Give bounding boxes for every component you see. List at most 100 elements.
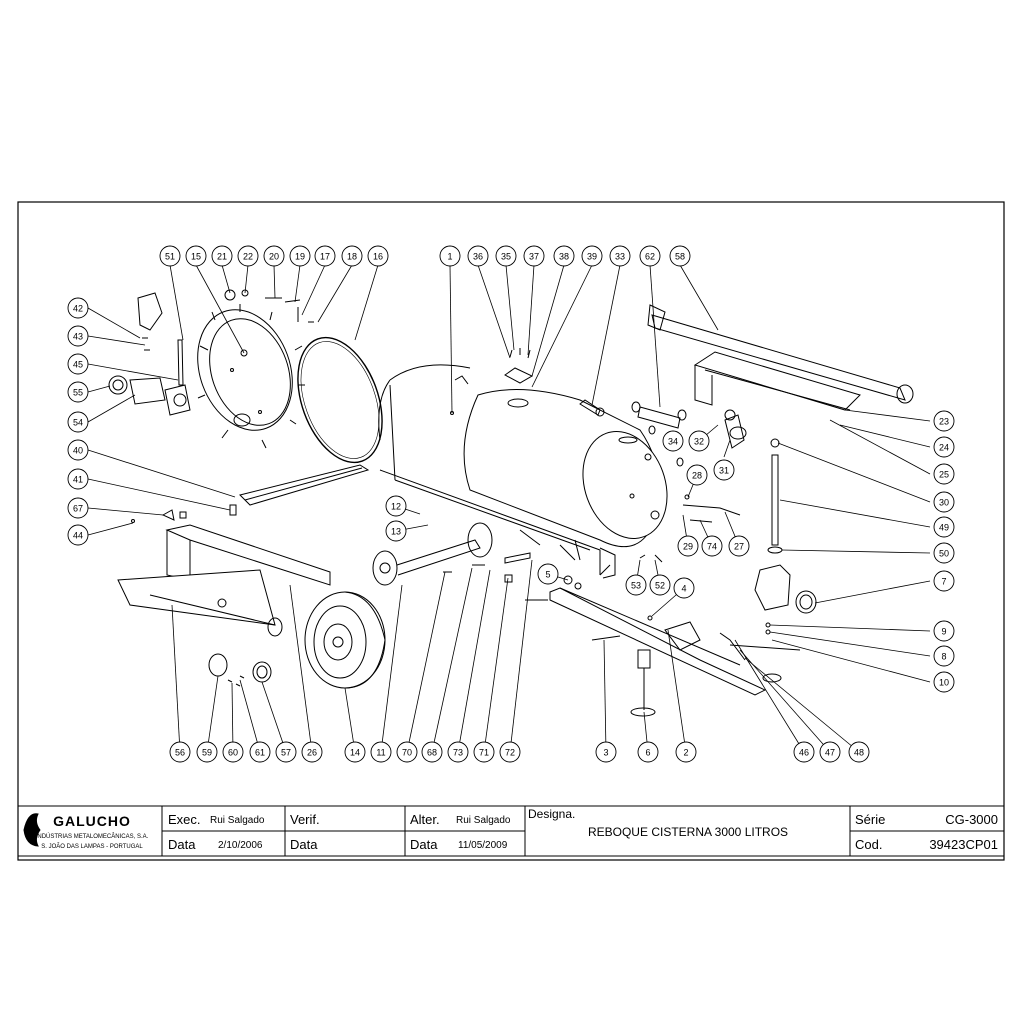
callout-circle	[275, 741, 297, 763]
title-block-text: GALUCHO INDÚSTRIAS METALOMECÂNICAS, S.A.…	[36, 807, 998, 852]
callout-circle	[67, 439, 89, 461]
callout-circle	[581, 245, 603, 267]
callout-74: 74	[701, 535, 723, 557]
callout-52: 52	[649, 574, 671, 596]
callout-20: 20	[263, 245, 285, 267]
callout-circle	[933, 671, 955, 693]
callout-number: 8	[941, 652, 946, 662]
callout-circle	[499, 741, 521, 763]
callout-number: 71	[479, 748, 489, 758]
callout-number: 14	[350, 748, 360, 758]
callout-number: 6	[645, 748, 650, 758]
exec-label: Exec.	[168, 812, 201, 827]
callout-circle	[495, 245, 517, 267]
callout-number: 70	[402, 748, 412, 758]
callout-33: 33	[609, 245, 631, 267]
designa-value: REBOQUE CISTERNA 3000 LITROS	[588, 825, 788, 839]
callout-28: 28	[686, 464, 708, 486]
callout-circle	[67, 353, 89, 375]
callout-22: 22	[237, 245, 259, 267]
callout-3: 3	[595, 741, 617, 763]
callout-15: 15	[185, 245, 207, 267]
callout-number: 7	[941, 577, 946, 587]
callout-number: 55	[73, 388, 83, 398]
parts-artwork	[108, 289, 914, 717]
company-logo-icon	[23, 813, 41, 847]
alter-date: 11/05/2009	[458, 840, 508, 851]
callout-17: 17	[314, 245, 336, 267]
callout-39: 39	[581, 245, 603, 267]
callout-circle	[713, 459, 735, 481]
callout-54: 54	[67, 411, 89, 433]
callout-circle	[314, 245, 336, 267]
callout-number: 21	[217, 252, 227, 262]
callout-26: 26	[301, 741, 323, 763]
company-address: S. JOÃO DAS LAMPAS - PORTUGAL	[41, 843, 143, 850]
callout-44: 44	[67, 524, 89, 546]
panel-56	[117, 569, 283, 637]
callout-24: 24	[933, 436, 955, 458]
callout-number: 24	[939, 443, 949, 453]
callout-circle	[609, 245, 631, 267]
callout-41: 41	[67, 468, 89, 490]
callout-number: 29	[683, 542, 693, 552]
callout-32: 32	[688, 430, 710, 452]
callout-circle	[686, 464, 708, 486]
callout-number: 48	[854, 748, 864, 758]
callout-number: 26	[307, 748, 317, 758]
callout-53: 53	[625, 574, 647, 596]
rear-tray	[693, 351, 861, 411]
callout-number: 11	[376, 748, 385, 758]
callout-circle	[263, 245, 285, 267]
callout-circle	[793, 741, 815, 763]
callout-number: 42	[73, 304, 83, 314]
callout-number: 49	[939, 523, 949, 533]
gasket-ring	[297, 336, 383, 464]
callout-number: 32	[694, 437, 704, 447]
callout-42: 42	[67, 297, 89, 319]
callout-number: 50	[939, 549, 949, 559]
callout-number: 45	[73, 360, 83, 370]
callout-circle	[649, 574, 671, 596]
jack-stand	[630, 649, 656, 717]
callout-circle	[67, 497, 89, 519]
callout-number: 74	[707, 542, 717, 552]
callout-35: 35	[495, 245, 517, 267]
callout-18: 18	[341, 245, 363, 267]
verif-label: Verif.	[290, 812, 320, 827]
callout-36: 36	[467, 245, 489, 267]
alter-date-label: Data	[410, 837, 438, 852]
tank-body	[378, 364, 668, 579]
callout-number: 18	[347, 252, 357, 262]
callout-34: 34	[662, 430, 684, 452]
callout-12: 12	[385, 495, 407, 517]
callout-circle	[553, 245, 575, 267]
callout-29: 29	[677, 535, 699, 557]
pump-assembly	[754, 454, 817, 635]
callout-number: 60	[228, 748, 238, 758]
callout-circle	[933, 542, 955, 564]
callout-25: 25	[933, 463, 955, 485]
callout-46: 46	[793, 741, 815, 763]
callout-67: 67	[67, 497, 89, 519]
callout-circle	[595, 741, 617, 763]
company-name: GALUCHO	[53, 813, 131, 829]
callout-circle	[933, 436, 955, 458]
callout-45: 45	[67, 353, 89, 375]
callout-circle	[341, 245, 363, 267]
callout-number: 5	[545, 570, 550, 580]
callout-68: 68	[421, 741, 443, 763]
title-block	[17, 805, 1005, 857]
callout-21: 21	[211, 245, 233, 267]
callout-circle	[67, 297, 89, 319]
callout-30: 30	[933, 491, 955, 513]
serie-value: CG-3000	[945, 812, 998, 827]
callout-55: 55	[67, 381, 89, 403]
callout-13: 13	[385, 520, 407, 542]
callout-38: 38	[553, 245, 575, 267]
callout-circle	[385, 520, 407, 542]
callout-circle	[159, 245, 181, 267]
callout-circle	[67, 468, 89, 490]
callout-number: 62	[645, 252, 655, 262]
callout-circle	[933, 620, 955, 642]
